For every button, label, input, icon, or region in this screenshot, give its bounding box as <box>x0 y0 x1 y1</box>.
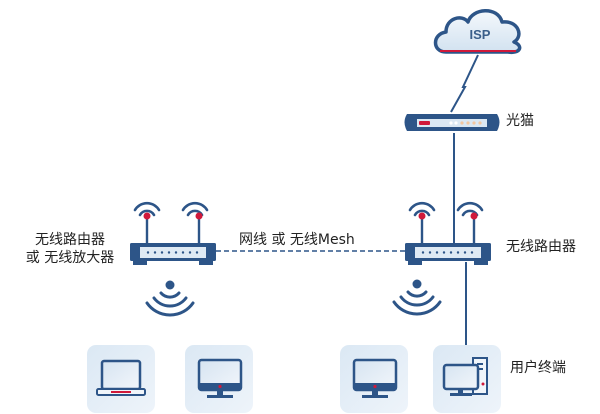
wifi-signal-icon <box>145 280 195 317</box>
modem-label: 光猫 <box>506 113 534 129</box>
monitor-icon <box>197 358 243 398</box>
device-tile-laptop <box>87 345 155 413</box>
main-router-icon <box>405 201 491 265</box>
wifi-signal-icon <box>392 279 442 316</box>
secondary-router-icon <box>130 201 216 265</box>
isp-to-modem-link <box>450 54 479 113</box>
optical-modem-icon <box>404 114 500 131</box>
laptop-icon <box>96 359 146 396</box>
monitor-icon <box>352 358 398 398</box>
cloud-icon: ISP <box>433 9 522 55</box>
link-label: 网线 或 无线Mesh <box>239 232 355 248</box>
device-tile-monitor <box>340 345 408 413</box>
desktop-pc-icon <box>442 357 488 396</box>
connection-lines <box>216 54 479 347</box>
isp-label: ISP <box>470 27 491 42</box>
terminals-label: 用户终端 <box>510 360 566 376</box>
device-tile-monitor <box>185 345 253 413</box>
secondary-router-label-line2: 或 无线放大器 <box>25 250 115 266</box>
secondary-router-label-line1: 无线路由器 <box>35 232 105 248</box>
secondary-router-label: 无线路由器 或 无线放大器 <box>20 231 120 267</box>
main-router-label: 无线路由器 <box>506 239 576 255</box>
device-tile-desktop <box>433 345 501 413</box>
